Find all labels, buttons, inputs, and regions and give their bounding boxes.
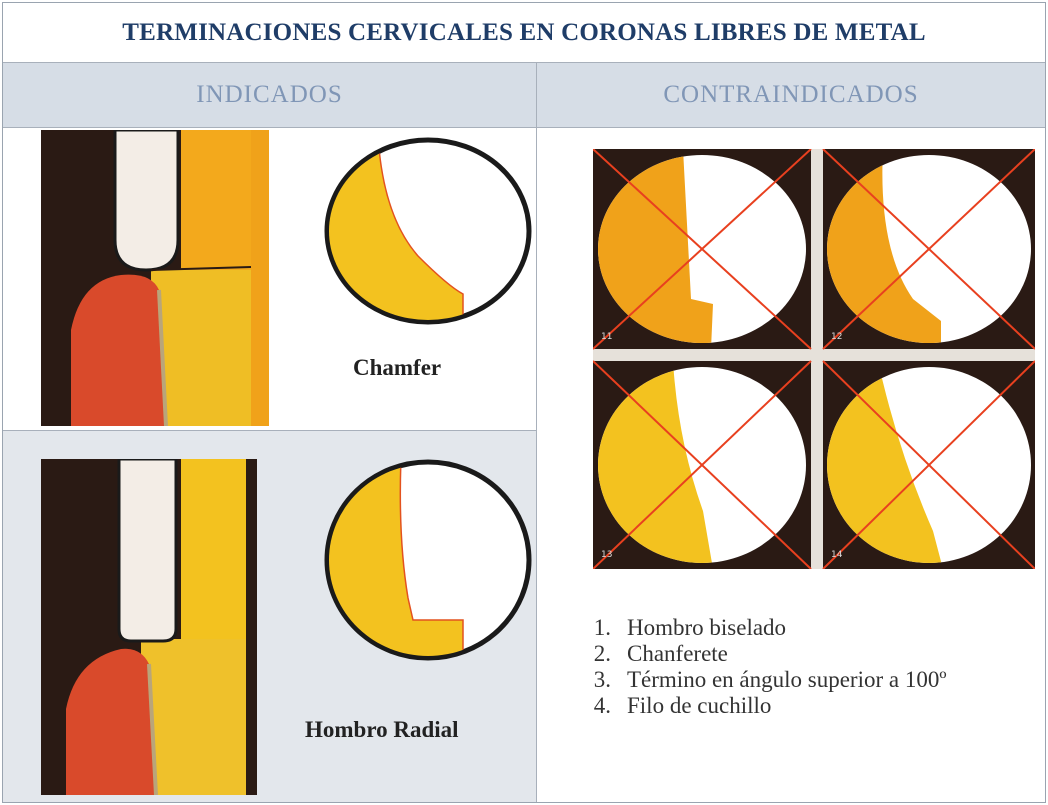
quadrant-label: 14 — [831, 550, 843, 560]
profile-chanferete-icon: 12 — [822, 149, 1035, 350]
list-item: 3. Término en ángulo superior a 100º — [583, 667, 1048, 693]
list-item: 4. Filo de cuchillo — [583, 693, 1048, 719]
profile-knife-edge-icon: 14 — [822, 360, 1035, 569]
list-number: 2. — [593, 641, 611, 666]
list-text: Chanferete — [627, 641, 728, 666]
table-title: TERMINACIONES CERVICALES EN CORONAS LIBR… — [122, 19, 926, 46]
quadrant-label: 12 — [831, 332, 842, 342]
column-header-indicated: INDICADOS — [3, 63, 536, 127]
list-text: Hombro biselado — [627, 615, 787, 640]
radial-shoulder-caption: Hombro Radial — [305, 717, 459, 742]
profile-angle-over-100-icon: 13 — [593, 360, 812, 569]
list-number: 3. — [593, 667, 611, 692]
contraindicated-list: 1. Hombro biselado 2. Chanferete 3. Término… — [583, 615, 1048, 719]
quadrant-label: 13 — [601, 550, 612, 560]
column-header-contraindicated: CONTRAINDICADOS — [537, 63, 1045, 127]
divider — [3, 62, 1045, 63]
quadrant-label: 11 — [601, 332, 612, 342]
list-text: Término en ángulo superior a 100º — [627, 667, 947, 692]
chamfer-caption: Chamfer — [353, 355, 442, 380]
list-item: 2. Chanferete — [583, 641, 1048, 667]
divider — [3, 430, 536, 431]
list-text: Filo de cuchillo — [627, 693, 772, 718]
list-item: 1. Hombro biselado — [583, 615, 1048, 641]
divider — [536, 62, 537, 802]
radial-shoulder-profile-icon — [324, 459, 532, 661]
list-number: 1. — [593, 615, 611, 640]
profile-bevel-shoulder-icon: 11 — [593, 149, 812, 350]
tooth-chamfer-illustration — [41, 130, 269, 426]
contraindicated-grid: 11 12 13 14 — [593, 149, 1035, 569]
divider — [3, 127, 1045, 128]
list-number: 4. — [593, 693, 611, 718]
tooth-radial-shoulder-illustration — [41, 459, 257, 795]
chamfer-profile-icon — [324, 137, 532, 325]
